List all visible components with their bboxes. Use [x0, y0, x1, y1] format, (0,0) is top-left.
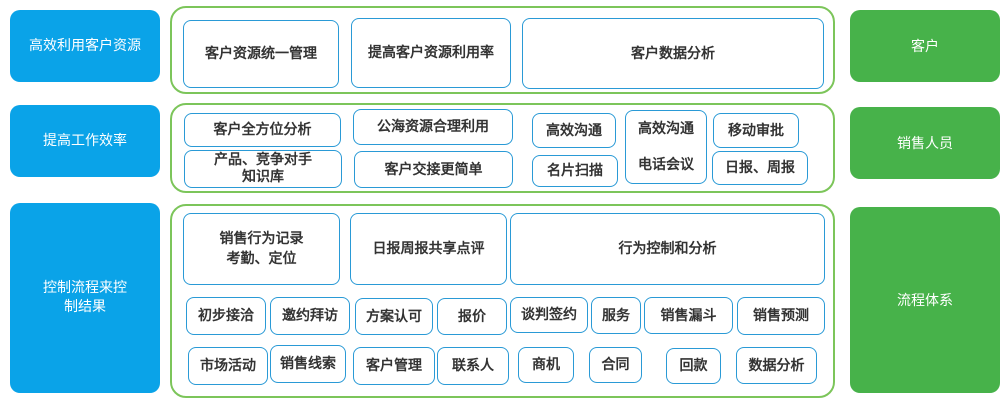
- item-sales-forecast: 销售预测: [737, 297, 825, 335]
- item-invite-visit: 邀约拜访: [270, 297, 350, 335]
- item-sales-behavior-line1: 销售行为记录: [219, 231, 304, 247]
- left-label-customer-resources: 高效利用客户资源: [10, 10, 160, 82]
- item-public-pool-utilization: 公海资源合理利用: [353, 109, 513, 145]
- item-efficient-communication-phone: 高效沟通 电话会议: [625, 110, 707, 184]
- item-sales-behavior-record: 销售行为记录 考勤、定位: [183, 213, 340, 285]
- right-label-sales-staff: 销售人员: [850, 107, 1000, 179]
- item-contacts: 联系人: [437, 347, 509, 385]
- item-improve-resource-utilization: 提高客户资源利用率: [351, 18, 511, 88]
- item-sales-behavior-line2: 考勤、定位: [226, 251, 297, 267]
- item-customer-360-analysis: 客户全方位分析: [184, 113, 341, 147]
- item-report-share-review: 日报周报共享点评: [350, 213, 507, 285]
- item-contract: 合同: [589, 347, 642, 383]
- left-label-work-efficiency: 提高工作效率: [10, 105, 160, 177]
- item-initial-contact: 初步接洽: [186, 297, 266, 335]
- right-label-process-system: 流程体系: [850, 207, 1000, 393]
- item-service: 服务: [591, 297, 641, 334]
- item-proposal-approval: 方案认可: [355, 298, 433, 335]
- item-quotation: 报价: [437, 298, 507, 335]
- item-data-analysis: 数据分析: [736, 347, 817, 384]
- item-daily-weekly-report: 日报、周报: [712, 151, 808, 185]
- item-sales-funnel: 销售漏斗: [644, 297, 733, 334]
- item-behavior-control-analysis: 行为控制和分析: [510, 213, 825, 285]
- item-product-competitor-knowledge: 产品、竞争对手 知识库: [184, 150, 342, 188]
- item-sales-leads: 销售线索: [270, 345, 346, 383]
- item-efficient-communication-2-label: 高效沟通: [638, 121, 694, 137]
- item-mobile-approval: 移动审批: [713, 113, 799, 148]
- right-label-customer: 客户: [850, 10, 1000, 82]
- item-business-card-scan: 名片扫描: [532, 155, 618, 187]
- item-efficient-communication-1: 高效沟通: [532, 113, 616, 148]
- item-easier-customer-handover: 客户交接更简单: [354, 151, 513, 188]
- item-product-competitor-line1: 产品、竞争对手: [214, 152, 312, 168]
- item-negotiation-signing: 谈判签约: [510, 297, 588, 333]
- item-payment-collection: 回款: [666, 348, 721, 384]
- item-unified-customer-management: 客户资源统一管理: [183, 20, 339, 88]
- item-marketing-activity: 市场活动: [188, 347, 268, 385]
- item-phone-conference-label: 电话会议: [638, 157, 694, 173]
- left-label-process-control: 控制流程来控制结果: [10, 203, 160, 393]
- item-customer-management: 客户管理: [353, 347, 435, 385]
- item-opportunity: 商机: [518, 347, 574, 383]
- item-product-competitor-line2: 知识库: [242, 169, 284, 185]
- item-customer-data-analysis: 客户数据分析: [522, 18, 824, 89]
